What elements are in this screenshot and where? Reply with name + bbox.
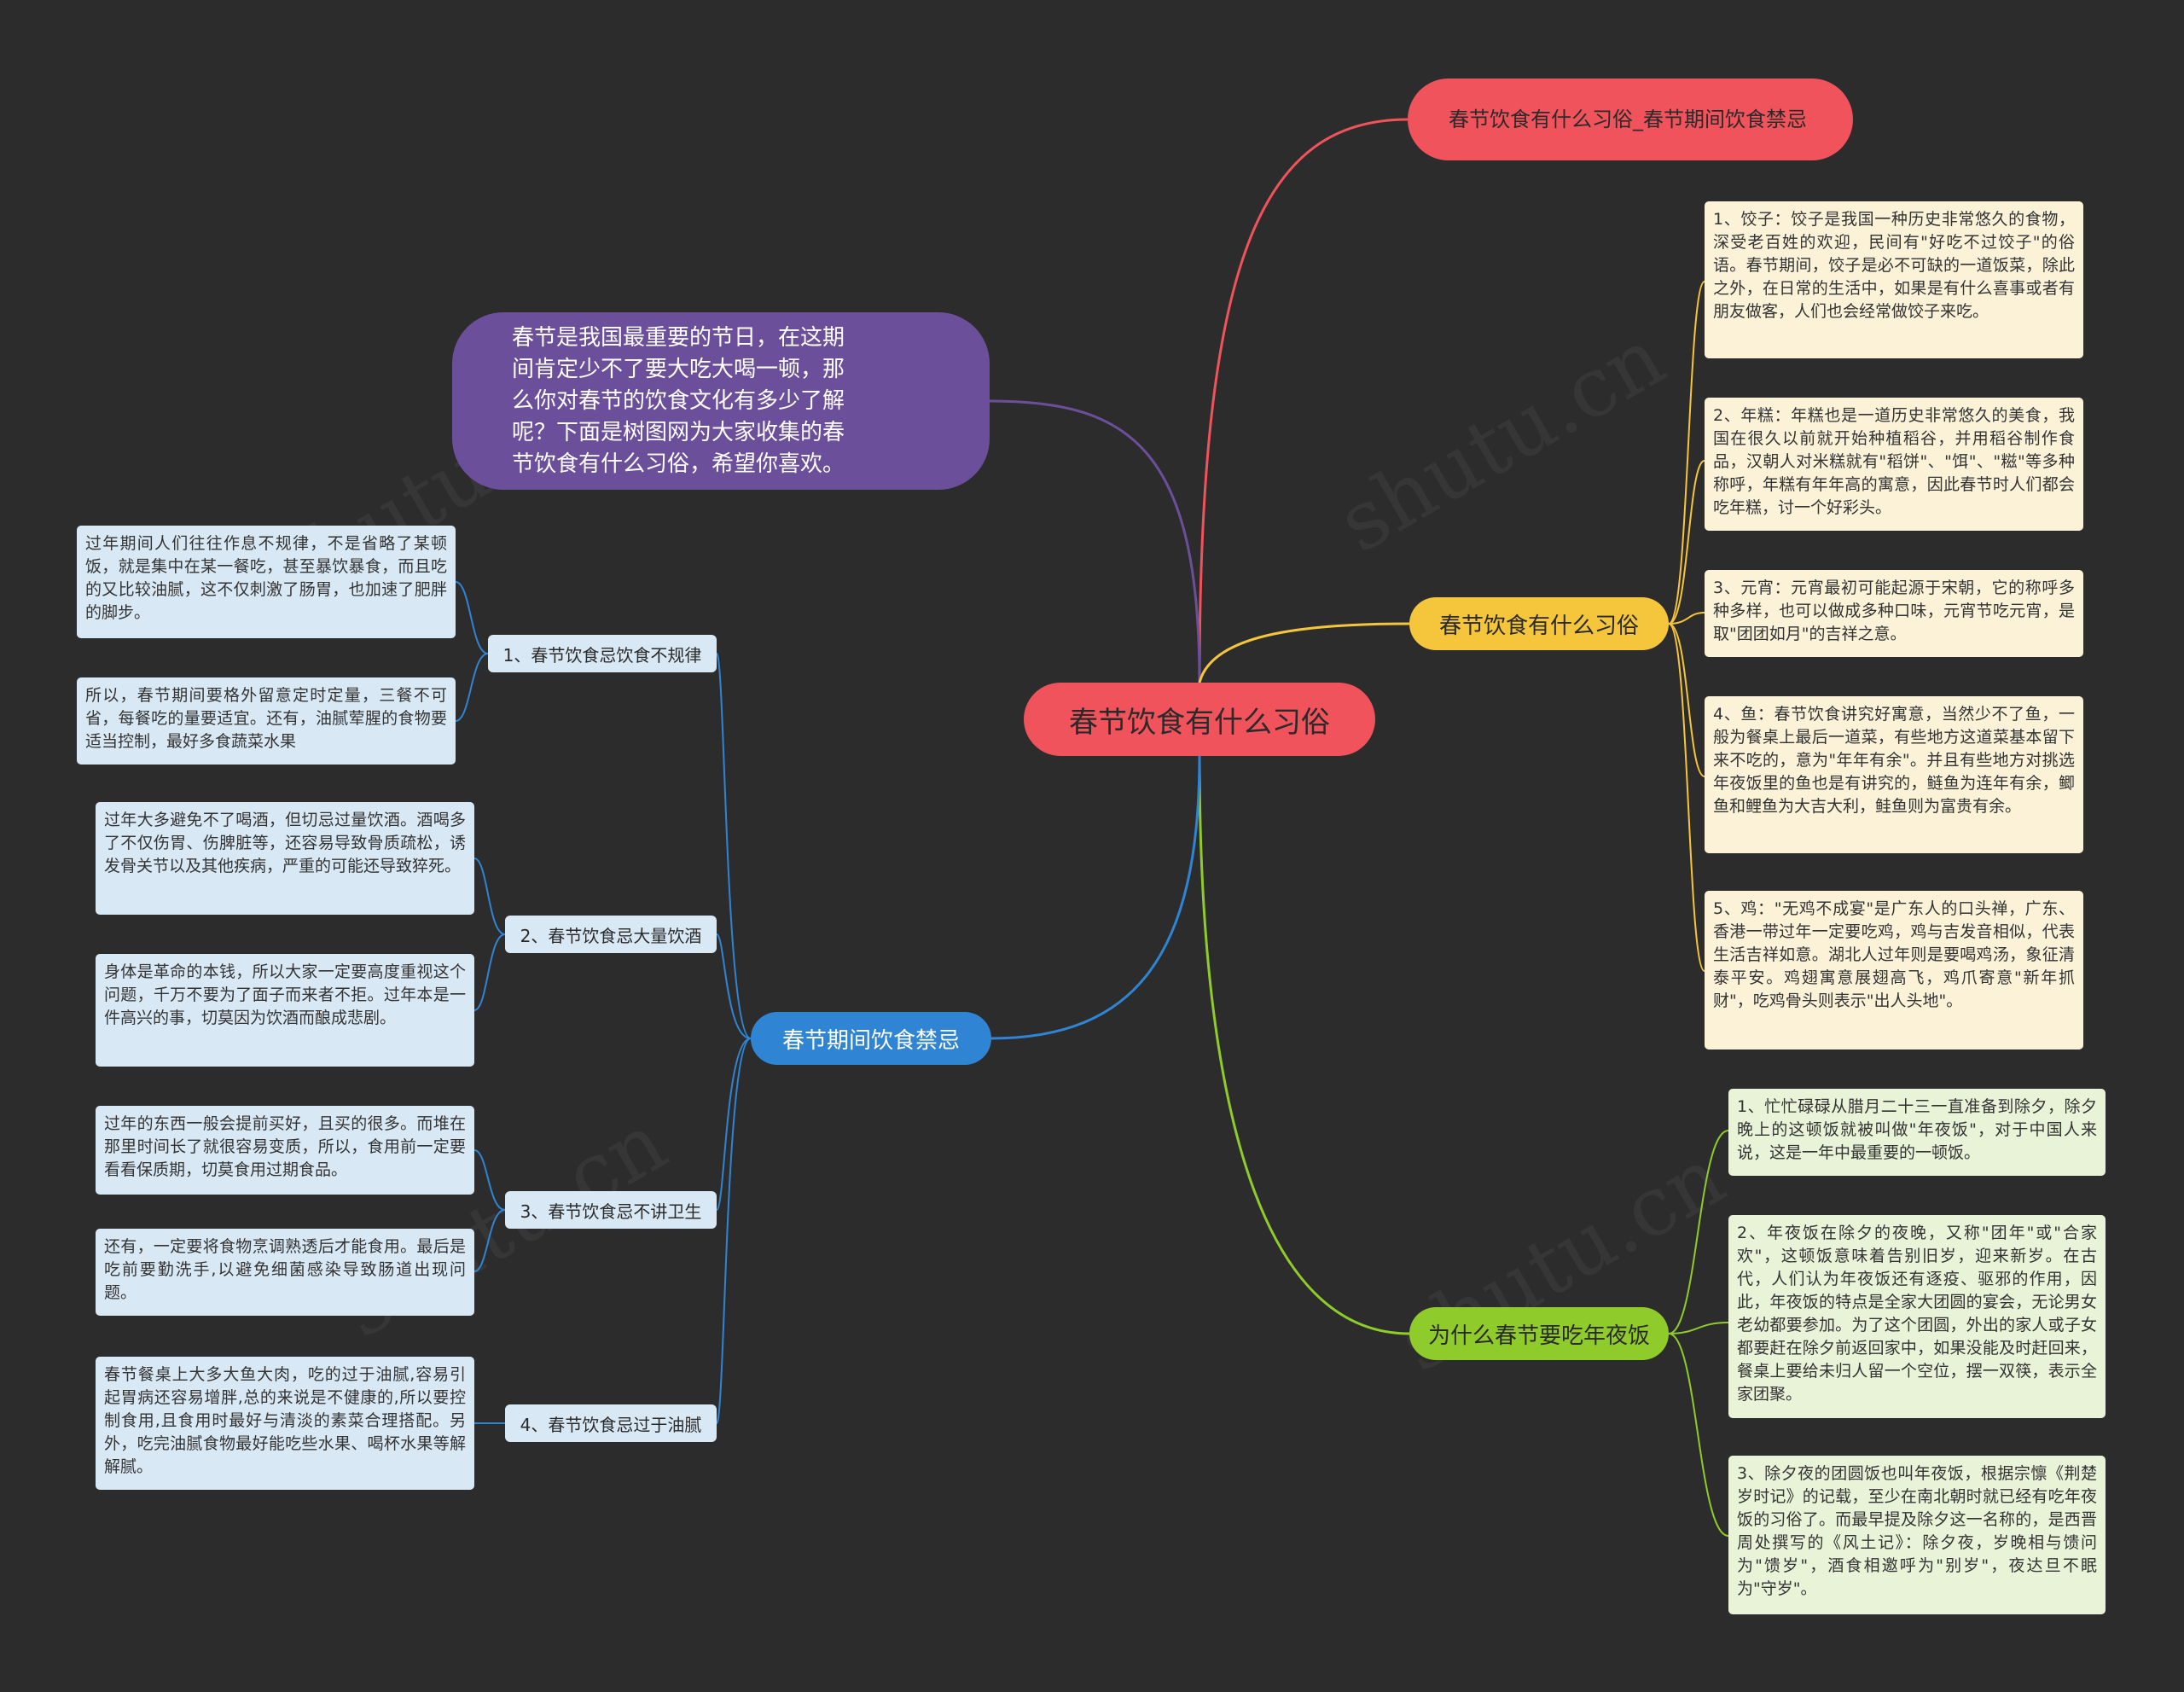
link-taboo-sub xyxy=(716,1038,752,1211)
link-root-newyear xyxy=(1198,755,1410,1335)
customs-card-niangao[interactable]: 2、年糕：年糕也是一道历史非常悠久的美食，我国在很久以前就开始种植稻谷，并用稻谷… xyxy=(1705,398,2083,531)
link-root-taboo xyxy=(990,755,1201,1040)
taboo-card[interactable]: 过年期间人们往往作息不规律，不是省略了某顿饭，就是集中在某一餐吃，甚至暴饮暴食，… xyxy=(77,526,456,638)
link-newyear-card xyxy=(1668,1322,1729,1334)
taboo-sub-label: 2、春节饮食忌大量饮酒 xyxy=(520,925,702,946)
link-customs-card xyxy=(1668,281,1705,625)
branch-title-label: 春节饮食有什么习俗_春节期间饮食禁忌 xyxy=(1449,108,1807,131)
newyear-card-2[interactable]: 2、年夜饭在除夕的夜晚，又称"团年"或"合家欢"，这顿饭意味着告别旧岁，迎来新岁… xyxy=(1728,1215,2106,1418)
link-customs-card xyxy=(1668,623,1705,777)
root-node[interactable]: 春节饮食有什么习俗 xyxy=(1024,683,1375,756)
link-customs-card xyxy=(1668,612,1705,625)
customs-card-yuanxiao[interactable]: 3、元宵：元宵最初可能起源于宋朝，它的称呼多种多样，也可以做成多种口味，元宵节吃… xyxy=(1705,570,2083,657)
root-label: 春节饮食有什么习俗 xyxy=(1069,705,1330,740)
taboo-card[interactable]: 身体是革命的本钱，所以大家一定要高度重视这个问题，千万不要为了面子而来者不拒。过… xyxy=(96,954,474,1067)
taboo-sub-label: 3、春节饮食忌不讲卫生 xyxy=(520,1201,702,1222)
branch-newyear-label: 为什么春节要吃年夜饭 xyxy=(1427,1323,1650,1349)
branch-taboo-node[interactable]: 春节期间饮食禁忌 xyxy=(751,1012,991,1065)
link-sub-card xyxy=(473,1149,506,1211)
link-sub-card xyxy=(455,653,489,722)
intro-line: 节饮食有什么习俗，希望你喜欢。 xyxy=(512,451,845,477)
link-sub-card xyxy=(473,858,506,935)
taboo-card[interactable]: 所以，春节期间要格外留意定时定量，三餐不可省，每餐吃的量要适宜。还有，油腻荤腥的… xyxy=(77,677,456,765)
taboo-card[interactable]: 还有，一定要将食物烹调熟透后才能食用。最后是吃前要勤洗手,以避免细菌感染导致肠道… xyxy=(96,1229,474,1316)
link-newyear-card xyxy=(1668,1333,1729,1537)
link-root-intro xyxy=(989,399,1201,683)
intro-line: 春节是我国最重要的节日，在这期 xyxy=(512,324,845,351)
link-newyear-card xyxy=(1668,1130,1729,1334)
link-taboo-sub xyxy=(716,933,752,1039)
taboo-sub-alcohol[interactable]: 2、春节饮食忌大量饮酒 xyxy=(505,916,717,953)
link-sub-card xyxy=(455,581,489,654)
taboo-card[interactable]: 春节餐桌上大多大鱼大肉，吃的过于油腻,容易引起胃病还容易增胖,总的来说是不健康的… xyxy=(96,1357,474,1490)
intro-node[interactable]: 春节是我国最重要的节日，在这期 间肯定少不了要大吃大喝一顿，那 么你对春节的饮食… xyxy=(452,312,990,490)
intro-text: 春节是我国最重要的节日，在这期 间肯定少不了要大吃大喝一顿，那 么你对春节的饮食… xyxy=(512,323,845,480)
customs-card-chicken[interactable]: 5、鸡："无鸡不成宴"是广东人的口头禅，广东、香港一带过年一定要吃鸡，鸡与吉发音… xyxy=(1705,891,2083,1050)
taboo-sub-hygiene[interactable]: 3、春节饮食忌不讲卫生 xyxy=(505,1191,717,1229)
intro-line: 间肯定少不了要大吃大喝一顿，那 xyxy=(512,356,845,382)
intro-line: 呢？下面是树图网为大家收集的春 xyxy=(512,419,845,445)
link-root-title xyxy=(1198,118,1409,683)
branch-taboo-label: 春节期间饮食禁忌 xyxy=(781,1027,960,1054)
link-sub-card xyxy=(473,1209,506,1272)
taboo-sub-label: 1、春节饮食忌饮食不规律 xyxy=(502,644,702,666)
newyear-card-3[interactable]: 3、除夕夜的团圆饭也叫年夜饭，根据宗懔《荆楚岁时记》的记载，至少在南北朝时就已经… xyxy=(1728,1456,2106,1614)
newyear-card-1[interactable]: 1、忙忙碌碌从腊月二十三一直准备到除夕，除夕晚上的这顿饭就被叫做"年夜饭"，对于… xyxy=(1728,1089,2106,1176)
intro-line: 么你对春节的饮食文化有多少了解 xyxy=(512,387,845,414)
branch-title-node[interactable]: 春节饮食有什么习俗_春节期间饮食禁忌 xyxy=(1408,78,1853,160)
link-customs-card xyxy=(1668,623,1705,972)
branch-newyear-node[interactable]: 为什么春节要吃年夜饭 xyxy=(1409,1307,1669,1360)
customs-card-dumplings[interactable]: 1、饺子：饺子是我国一种历史非常悠久的食物，深受老百姓的欢迎，民间有"好吃不过饺… xyxy=(1705,201,2083,358)
taboo-sub-irregular[interactable]: 1、春节饮食忌饮食不规律 xyxy=(488,635,717,672)
link-sub-card xyxy=(473,933,506,1011)
link-customs-card xyxy=(1668,460,1705,625)
customs-card-fish[interactable]: 4、鱼：春节饮食讲究好寓意，当然少不了鱼，一般为餐桌上最后一道菜，有些地方这道菜… xyxy=(1705,696,2083,853)
taboo-card[interactable]: 过年大多避免不了喝酒，但切忌过量饮酒。酒喝多了不仅伤胃、伤脾脏等，还容易导致骨质… xyxy=(96,802,474,915)
link-root-customs xyxy=(1198,622,1410,683)
taboo-sub-label: 4、春节饮食忌过于油腻 xyxy=(520,1414,702,1435)
link-taboo-sub xyxy=(716,1038,752,1424)
taboo-sub-greasy[interactable]: 4、春节饮食忌过于油腻 xyxy=(505,1404,717,1442)
link-taboo-sub xyxy=(716,653,752,1039)
branch-customs-node[interactable]: 春节饮食有什么习俗 xyxy=(1409,597,1669,650)
branch-customs-label: 春节饮食有什么习俗 xyxy=(1438,613,1639,639)
taboo-card[interactable]: 过年的东西一般会提前买好，且买的很多。而堆在那里时间长了就很容易变质，所以，食用… xyxy=(96,1106,474,1195)
